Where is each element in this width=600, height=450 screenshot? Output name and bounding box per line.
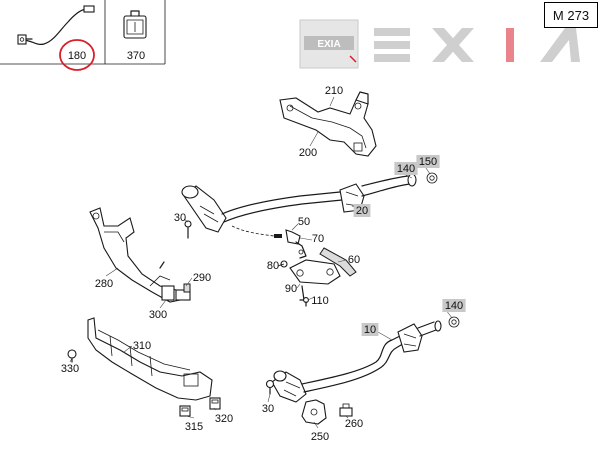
header-parts-panel <box>0 0 166 65</box>
callout-90[interactable]: 90 <box>285 283 297 295</box>
bolt-30-upper <box>184 220 192 239</box>
callout-badge <box>353 204 371 217</box>
callout-badge <box>394 162 418 175</box>
callout-badge <box>442 299 466 312</box>
callout-number: 310 <box>133 340 151 352</box>
callout-315[interactable]: 315 <box>185 421 203 433</box>
callout-110[interactable]: 110 <box>311 295 329 307</box>
callout-number: 315 <box>185 421 203 433</box>
callout-30[interactable]: 30 <box>262 403 274 415</box>
callout-320[interactable]: 320 <box>215 413 233 425</box>
callout-number: 90 <box>285 283 297 295</box>
header-part-370[interactable]: 370 <box>123 10 147 62</box>
callout-number: 290 <box>193 272 211 284</box>
callout-number: 110 <box>311 295 329 307</box>
callout-280[interactable]: 280 <box>95 278 113 290</box>
callout-number: 280 <box>95 278 113 290</box>
callout-50[interactable]: 50 <box>298 216 310 228</box>
callout-60[interactable]: 60 <box>348 254 360 266</box>
callout-number: 30 <box>174 212 186 224</box>
callout-badge <box>361 323 379 336</box>
front-exhaust-pipe[interactable] <box>181 172 438 238</box>
header-part-180-label: 180 <box>68 50 86 62</box>
rear-exhaust-pipe[interactable] <box>271 316 460 403</box>
callout-300[interactable]: 300 <box>149 309 167 321</box>
callout-number: 200 <box>299 147 317 159</box>
callout-badge <box>416 155 440 168</box>
callout-210[interactable]: 210 <box>325 85 343 97</box>
callout-20[interactable]: 20 <box>353 204 371 217</box>
callout-310[interactable]: 310 <box>133 340 151 352</box>
callout-number: 150 <box>419 156 437 168</box>
clip-315-320[interactable] <box>179 397 221 417</box>
callout-140[interactable]: 140 <box>442 299 466 312</box>
callout-30[interactable]: 30 <box>174 212 186 224</box>
callout-number: 320 <box>215 413 233 425</box>
callout-number: 30 <box>262 403 274 415</box>
header-part-370-label: 370 <box>127 50 145 62</box>
callout-number: 140 <box>445 300 463 312</box>
clip-icon <box>123 10 147 39</box>
callout-250[interactable]: 250 <box>311 431 329 443</box>
left-support-frame[interactable] <box>89 207 191 303</box>
svg-text:EXIA: EXIA <box>317 39 340 50</box>
highlight-circle <box>59 39 95 71</box>
callout-number: 10 <box>364 324 376 336</box>
callout-number: 20 <box>356 205 368 217</box>
leader-lines <box>69 96 453 429</box>
callout-number: 330 <box>61 363 79 375</box>
bolt-110 <box>303 297 309 307</box>
crossmember-bracket[interactable] <box>279 91 377 157</box>
oxygen-sensor-icon <box>17 5 95 46</box>
callout-number: 50 <box>298 216 310 228</box>
callout-number: 300 <box>149 309 167 321</box>
callout-number: 60 <box>348 254 360 266</box>
callout-number: 140 <box>397 163 415 175</box>
callout-number: 250 <box>311 431 329 443</box>
callout-number: 80 <box>267 260 279 272</box>
callout-70[interactable]: 70 <box>312 233 324 245</box>
rear-mount-250-260[interactable] <box>265 379 353 425</box>
callout-290[interactable]: 290 <box>193 272 211 284</box>
callout-330[interactable]: 330 <box>61 363 79 375</box>
callout-number: 210 <box>325 85 343 97</box>
model-code-label: M 273 <box>544 2 598 28</box>
header-part-180[interactable]: 180 <box>17 5 95 71</box>
callout-number: 260 <box>345 418 363 430</box>
callout-10[interactable]: 10 <box>361 323 379 336</box>
callout-150[interactable]: 150 <box>416 155 440 168</box>
callout-200[interactable]: 200 <box>299 147 317 159</box>
callout-number: 70 <box>312 233 324 245</box>
callout-140[interactable]: 140 <box>394 162 418 175</box>
callout-80[interactable]: 80 <box>267 260 279 272</box>
pipe-clamp-50-70[interactable] <box>285 229 307 259</box>
exia-logo: EXIA <box>299 19 580 69</box>
callout-260[interactable]: 260 <box>345 418 363 430</box>
lower-left-bracket[interactable] <box>67 317 213 401</box>
